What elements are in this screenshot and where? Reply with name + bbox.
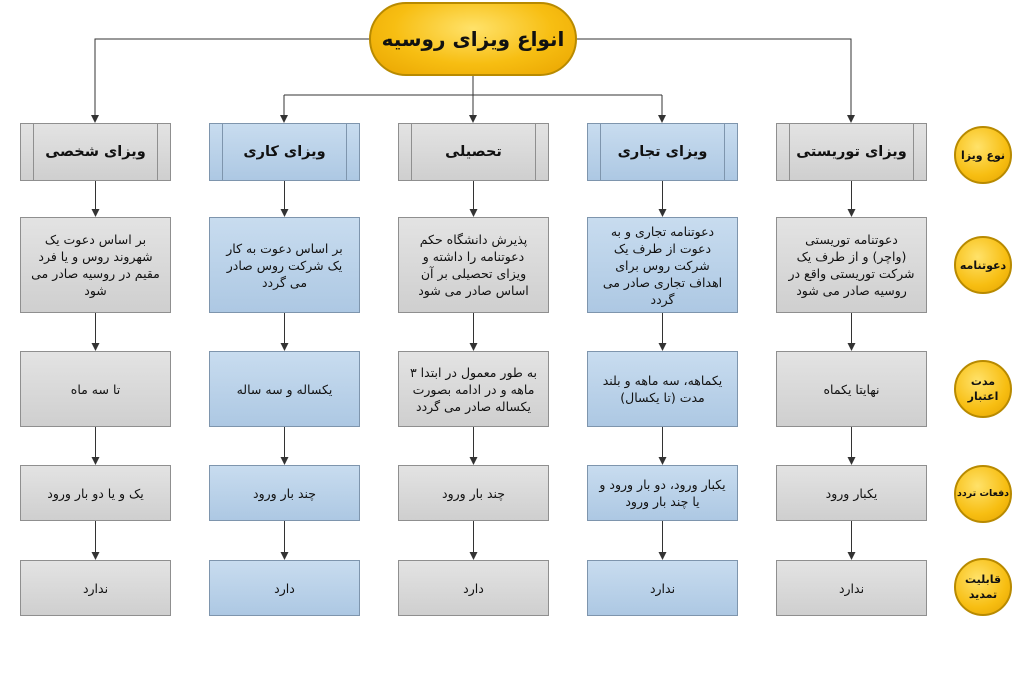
col-3-extension-box: دارد	[398, 560, 549, 616]
col-3-entries-box: چند بار ورود	[398, 465, 549, 521]
diagram-title: انواع ویزای روسیه	[369, 2, 577, 76]
col-1-header-box: ویزای توریستی	[776, 123, 927, 181]
col-2-header-box: ویزای تجاری	[587, 123, 738, 181]
col-5-entries-box: یک و یا دو بار ورود	[20, 465, 171, 521]
col-3-invitation-box: پذیرش دانشگاه حکم دعوتنامه را داشته و وی…	[398, 217, 549, 313]
col-5-invitation-box: بر اساس دعوت یک شهروند روس و یا فرد مقیم…	[20, 217, 171, 313]
row-label-entries: دفعات تردد	[954, 465, 1012, 523]
col-1-invitation-box: دعوتنامه توریستی (واچر) و از طرف یک شرکت…	[776, 217, 927, 313]
col-5-validity-box: تا سه ماه	[20, 351, 171, 427]
col-4-invitation-box: بر اساس دعوت به کار یک شرکت روس صادر می …	[209, 217, 360, 313]
col-5-extension-box: ندارد	[20, 560, 171, 616]
col-3-header-box: تحصیلی	[398, 123, 549, 181]
col-1-validity-box: نهایتا یکماه	[776, 351, 927, 427]
col-4-validity-box: یکساله و سه ساله	[209, 351, 360, 427]
col-4-entries-box: چند بار ورود	[209, 465, 360, 521]
col-3-validity-box: به طور معمول در ابتدا ۳ ماهه و در ادامه …	[398, 351, 549, 427]
col-5-header-box: ویزای شخصی	[20, 123, 171, 181]
col-2-validity-box: یکماهه، سه ماهه و بلند مدت (تا یکسال)	[587, 351, 738, 427]
row-label-invitation: دعوتنامه	[954, 236, 1012, 294]
col-4-header-box: ویزای کاری	[209, 123, 360, 181]
row-label-validity: مدت اعتبار	[954, 360, 1012, 418]
col-2-entries-box: یکبار ورود، دو بار ورود و یا چند بار ورو…	[587, 465, 738, 521]
col-2-extension-box: ندارد	[587, 560, 738, 616]
col-2-invitation-box: دعوتنامه تجاری و به دعوت از طرف یک شرکت …	[587, 217, 738, 313]
row-label-extension: قابلیت تمدید	[954, 558, 1012, 616]
col-1-entries-box: یکبار ورود	[776, 465, 927, 521]
col-4-extension-box: دارد	[209, 560, 360, 616]
row-label-visa-type: نوع ویزا	[954, 126, 1012, 184]
col-1-extension-box: ندارد	[776, 560, 927, 616]
